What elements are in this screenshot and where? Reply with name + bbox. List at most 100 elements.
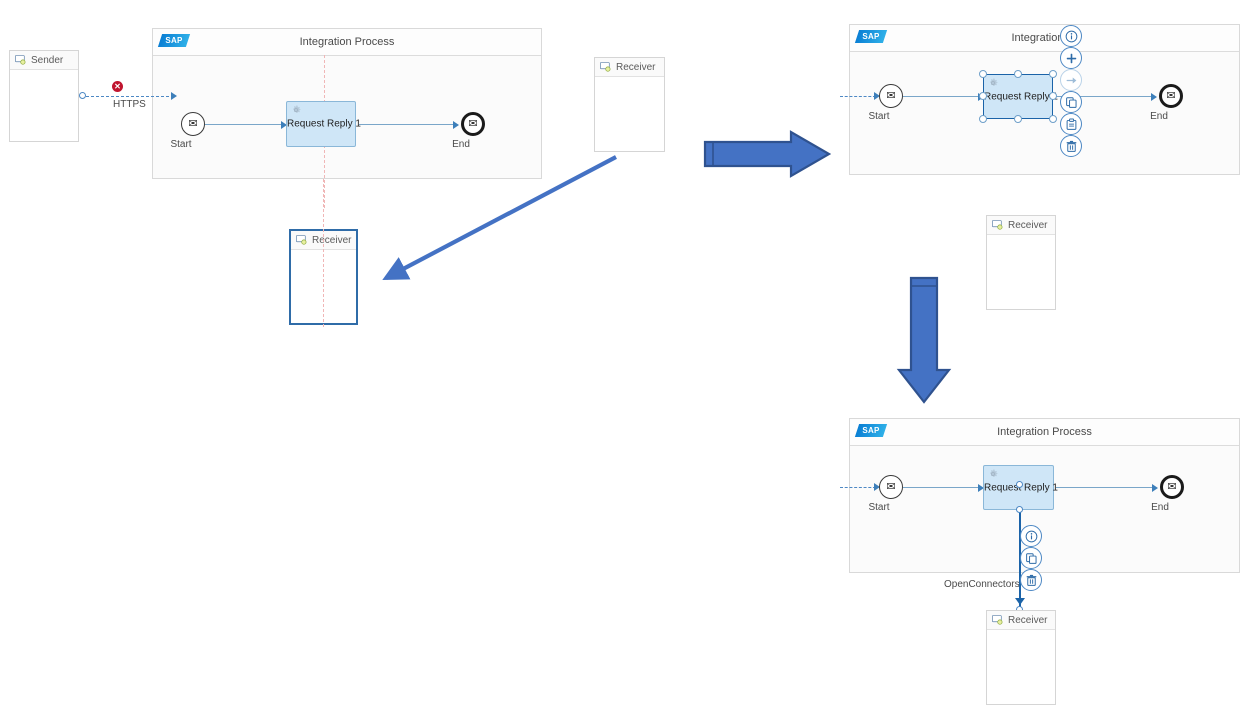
end-event-label: End [1151, 502, 1169, 513]
pool-header: SAP Integration Pr [850, 25, 1239, 52]
pool-body: ✉ Start Request Reply 1 ✉ End [153, 55, 541, 208]
connector-endpoint-top[interactable] [1016, 506, 1023, 513]
info-icon [1025, 530, 1037, 542]
integration-process-pool-step2[interactable]: SAP Integration Pr ✉ Start [840, 24, 1240, 175]
connector-endpoint-task[interactable] [1016, 481, 1023, 488]
pool-title: Integration Process [997, 426, 1092, 438]
paste-icon-button[interactable] [1060, 113, 1082, 135]
delete-icon-button[interactable] [1020, 569, 1042, 591]
envelope-icon: ✉ [1167, 480, 1177, 493]
trash-icon [1026, 574, 1036, 586]
paste-icon [1066, 117, 1076, 130]
sequence-flow-task-end[interactable] [359, 124, 456, 126]
gear-icon [293, 105, 301, 113]
request-reply-task-step1[interactable]: Request Reply 1 [286, 101, 361, 147]
arrowhead-icon [1152, 483, 1158, 492]
participant-header: Receiver [987, 216, 1055, 235]
resize-handle-ne[interactable] [1049, 70, 1057, 78]
participant-label: Receiver [1008, 615, 1048, 626]
connect-icon-button[interactable] [1060, 69, 1082, 91]
sequence-flow-task-end[interactable] [1056, 487, 1155, 489]
monitor-icon [600, 62, 611, 72]
horizontal-step-arrow [703, 130, 831, 178]
envelope-icon: ✉ [1166, 89, 1176, 102]
resize-handle-nw[interactable] [979, 70, 987, 78]
arrowhead-icon [453, 120, 459, 129]
participant-label: Receiver [1008, 220, 1048, 231]
end-event-circle: ✉ [461, 112, 485, 136]
pool-header: SAP Integration Process [850, 419, 1239, 446]
start-event-circle: ✉ [879, 475, 903, 499]
sequence-flow-start-task[interactable] [205, 124, 283, 126]
sequence-flow-start-task[interactable] [903, 96, 981, 98]
participant-header: Sender [10, 51, 78, 70]
receiver-participant-step2[interactable]: Receiver [986, 215, 1056, 310]
integration-process-pool-step1[interactable]: SAP Integration Process ✉ Start [152, 28, 542, 208]
monitor-icon [992, 220, 1003, 230]
receiver-participant-source[interactable]: Receiver [594, 57, 665, 152]
incoming-message-flow[interactable] [840, 487, 876, 488]
envelope-icon: ✉ [188, 117, 198, 130]
arrowhead-icon [171, 92, 177, 100]
info-icon [1065, 30, 1077, 42]
delete-icon-button[interactable] [1060, 135, 1082, 157]
receiver-participant-step3[interactable]: Receiver [986, 610, 1056, 705]
request-reply-task-step2[interactable]: Request Reply 1 [983, 74, 1058, 119]
end-event-label: End [1150, 111, 1168, 122]
info-icon-button[interactable] [1060, 25, 1082, 47]
arrowhead-icon [978, 483, 984, 492]
start-event-label: Start [868, 502, 890, 513]
diagonal-drag-arrow [370, 148, 622, 290]
pool-header: SAP Integration Process [153, 29, 541, 56]
arrowhead-icon [1151, 92, 1157, 101]
copy-icon [1025, 552, 1037, 564]
resize-handle-sw[interactable] [979, 115, 987, 123]
arrowhead-icon [874, 483, 880, 491]
end-event-circle: ✉ [1160, 475, 1184, 499]
connection-toolbar-step3[interactable] [1020, 525, 1044, 593]
start-event-circle: ✉ [879, 84, 903, 108]
participant-label: Receiver [312, 235, 352, 246]
add-icon-button[interactable] [1060, 47, 1082, 69]
start-event-circle: ✉ [181, 112, 205, 136]
integration-process-pool-step3[interactable]: SAP Integration Process ✉ Start [840, 418, 1240, 590]
lane-separator-lower [323, 179, 324, 327]
arrow-right-icon [1066, 76, 1076, 84]
https-message-flow[interactable] [86, 96, 174, 97]
resize-handle-n[interactable] [1014, 70, 1022, 78]
info-icon-button[interactable] [1020, 525, 1042, 547]
monitor-icon [15, 55, 26, 65]
resize-handle-w[interactable] [979, 92, 987, 100]
start-event-label: Start [170, 139, 192, 150]
envelope-icon: ✉ [886, 480, 896, 493]
openconnectors-label: OpenConnectors [944, 579, 1020, 590]
sender-participant-step1[interactable]: Sender [9, 50, 79, 142]
monitor-icon [992, 615, 1003, 625]
arrowhead-icon [281, 120, 287, 129]
end-event-circle: ✉ [1159, 84, 1183, 108]
envelope-icon: ✉ [468, 117, 478, 130]
element-toolbar-step2[interactable] [1060, 25, 1084, 161]
participant-label: Sender [31, 55, 64, 66]
sequence-flow-start-task[interactable] [903, 487, 981, 489]
monitor-icon [296, 235, 307, 245]
sequence-flow-task-end[interactable] [1055, 96, 1154, 98]
https-connector-label: HTTPS [113, 99, 146, 110]
trash-icon [1066, 140, 1076, 152]
copy-icon-button[interactable] [1060, 91, 1082, 113]
incoming-message-flow[interactable] [840, 96, 876, 97]
plus-icon [1066, 53, 1076, 63]
participant-header: Receiver [595, 58, 664, 77]
end-event-label: End [452, 139, 470, 150]
connector-endpoint[interactable] [79, 92, 86, 99]
task-label: Request Reply 1 [287, 118, 361, 130]
resize-handle-e[interactable] [1049, 92, 1057, 100]
pool-title: Integration Pr [1011, 32, 1078, 44]
copy-icon-button[interactable] [1020, 547, 1042, 569]
resize-handle-s[interactable] [1014, 115, 1022, 123]
pool-body: ✉ Start Request Reply 1 ✉ End OpenConnec… [840, 446, 1239, 590]
resize-handle-se[interactable] [1049, 115, 1057, 123]
envelope-icon: ✉ [886, 89, 896, 102]
gear-icon [990, 78, 998, 86]
